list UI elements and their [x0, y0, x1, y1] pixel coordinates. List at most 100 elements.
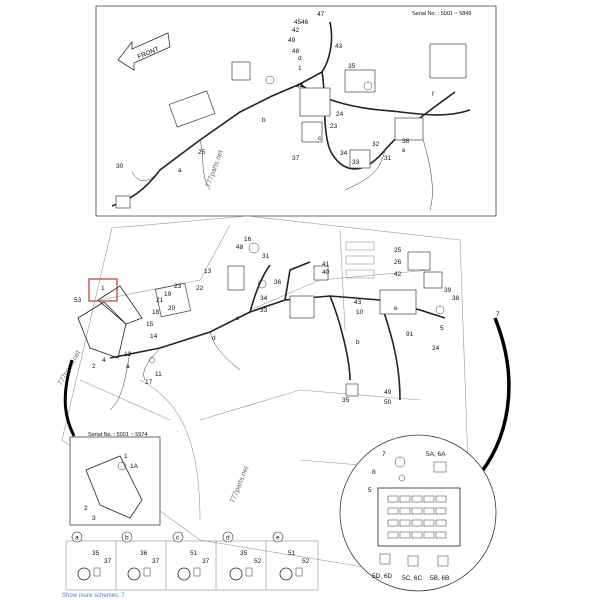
detail-row: a 35 37 b 36 37 c 51 37 d 35 52 e 51 52 [65, 531, 319, 591]
arrow-to-inset [63, 359, 76, 437]
fuse-box-detail: 7 8 5 5A, 6A 5D, 6D 5C, 6C 5B, 6B [339, 434, 497, 592]
top-panel: Serial No. : 5001 ~ 5849 FRONT 45 46 47 … [95, 5, 497, 217]
detail-letter: d [226, 535, 230, 542]
top-label: 34 [340, 150, 348, 157]
main-label: c [236, 315, 240, 322]
detail-letter: a [75, 535, 79, 542]
top-label: 47 [317, 11, 325, 18]
main-label: 5 [440, 325, 444, 332]
top-label: 31 [384, 155, 392, 162]
main-label: 39 [444, 287, 452, 294]
top-label: 44 [296, 83, 304, 90]
main-label: 49 [384, 389, 392, 396]
fuse-label: 5A, 6A [426, 451, 446, 458]
main-label: 31 [262, 253, 270, 260]
inset-serial-label: Serial No. : 5001 ~ 5974 [88, 432, 147, 438]
detail-part: 36 [140, 550, 148, 557]
top-label: 23 [330, 123, 338, 130]
top-part-labels: 45 46 47 43 49 48 42 1 44 35 24 23 38 37… [116, 11, 434, 174]
main-label: 33 [260, 307, 268, 314]
main-part-labels: 16 48 13 31 4 1 40 19 20 22 21 23 18 15 1… [74, 236, 460, 406]
fuse-label: 8 [372, 469, 376, 476]
detail-part: 52 [302, 558, 310, 565]
top-label: f [432, 91, 434, 98]
main-label: 4 [102, 357, 106, 364]
fuse-label: 7 [382, 451, 386, 458]
detail-letter: b [125, 535, 129, 542]
main-label: 23 [174, 283, 182, 290]
main-label: 21 [156, 297, 164, 304]
main-label: 20 [168, 305, 176, 312]
top-label: 33 [352, 159, 360, 166]
main-label: 10 [356, 309, 364, 316]
arrow-to-fusebox [473, 317, 511, 482]
top-label: 35 [348, 63, 356, 70]
top-label: 1 [298, 65, 302, 72]
main-label: 24 [432, 345, 440, 352]
show-more-schemes-link[interactable]: Show more schemes: 7 [62, 593, 125, 599]
main-label: 2 [92, 363, 96, 370]
main-label: 26 [394, 259, 402, 266]
top-label: 46 [301, 19, 309, 26]
main-label: 25 [394, 247, 402, 254]
top-label: 43 [335, 43, 343, 50]
detail-part: 52 [254, 558, 262, 565]
fuse-label: 5D, 6D [372, 573, 393, 580]
detail-part: 37 [202, 558, 210, 565]
detail-part: 35 [92, 550, 100, 557]
inset-label: 1A [130, 463, 139, 470]
main-harness [77, 242, 446, 411]
main-label: 53 [74, 297, 82, 304]
main-label: 22 [196, 285, 204, 292]
main-label: 12 [124, 351, 132, 358]
top-label: 30 [116, 163, 124, 170]
detail-part: 35 [240, 550, 248, 557]
detail-part: 37 [152, 558, 160, 565]
top-label: 32 [372, 141, 380, 148]
main-label: 1 [101, 285, 105, 292]
main-label: b [356, 339, 360, 346]
main-label: d [212, 335, 216, 342]
fuse-label: 5C, 6C [402, 575, 423, 582]
detail-letter: c [176, 535, 180, 542]
main-label: 34 [260, 295, 268, 302]
main-label: 11 [155, 371, 162, 378]
fuse-label: 5 [368, 487, 372, 494]
fuse-grid [387, 495, 447, 539]
main-label: a [126, 363, 130, 370]
top-serial-label: Serial No. : 5001 ~ 5849 [412, 11, 471, 17]
top-label: 24 [336, 111, 344, 118]
main-label: 35 [342, 397, 350, 404]
main-label: 16 [244, 236, 252, 243]
main-label: 13 [204, 268, 212, 275]
main-watermark: 777parts.net [229, 465, 250, 504]
main-label: 19 [164, 291, 172, 298]
main-label: e [394, 305, 398, 312]
main-label: 15 [146, 321, 154, 328]
top-label: 38 [402, 138, 410, 145]
top-label: e [402, 147, 406, 154]
main-label: 50 [384, 399, 392, 406]
main-label: 36 [274, 279, 282, 286]
highlight-box [88, 278, 118, 302]
main-label: 40 [322, 269, 330, 276]
main-label: 48 [236, 244, 244, 251]
top-label: 48 [292, 48, 300, 55]
main-label: 91 [406, 331, 414, 338]
detail-part: 51 [288, 550, 296, 557]
detail-part: 37 [104, 558, 112, 565]
arrow-label: 7 [496, 311, 500, 318]
inset-label: 2 [84, 505, 88, 512]
main-label: 17 [145, 379, 153, 386]
detail-letter: e [276, 535, 280, 542]
main-label: 43 [354, 299, 362, 306]
top-label: 42 [292, 27, 300, 34]
main-label: 38 [452, 295, 460, 302]
detail-part: 51 [190, 550, 198, 557]
top-label: c [318, 135, 322, 142]
inset-label: 3 [92, 515, 96, 522]
main-label: 18 [152, 309, 160, 316]
top-label: a [178, 167, 182, 174]
top-label: 49 [288, 37, 296, 44]
